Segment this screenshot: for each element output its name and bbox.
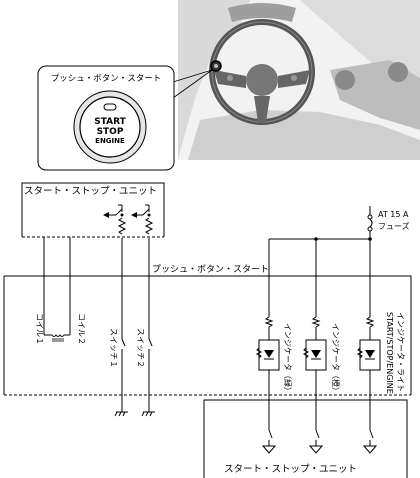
indicator-led-green xyxy=(255,316,280,430)
label-switch-1: スイッチ１ xyxy=(109,328,118,368)
push-button-start-box: プッシュ・ボタン・スタート xyxy=(3,264,412,396)
callout-label: プッシュ・ボタン・スタート xyxy=(51,74,162,84)
fuse-rating: AT 15 A xyxy=(378,210,409,219)
fuse-label: フューズ xyxy=(378,221,410,231)
label-coil-1: コイル１ xyxy=(35,313,44,345)
label-indicator-green: インジケータ（緑） xyxy=(283,323,293,395)
label-light-line1: START/STOP/ENGINE xyxy=(385,312,394,394)
label-indicator-amber: インジケータ（橙） xyxy=(331,323,341,395)
start-stop-unit-bottom: スタート・ストップ・ユニット xyxy=(203,399,408,478)
indicator-led-amber xyxy=(302,316,327,430)
callout-box: プッシュ・ボタン・スタート START STOP ENGINE xyxy=(37,65,175,171)
vertical-labels: コイル１ コイル２ スイッチ１ スイッチ２ インジケータ（緑） インジケータ（橙… xyxy=(35,312,405,395)
start-stop-button-illustration: START STOP ENGINE xyxy=(73,90,147,164)
label-coil-2: コイル２ xyxy=(77,313,86,345)
fuse: AT 15 A フューズ xyxy=(367,206,410,232)
dashboard-illustration xyxy=(178,0,420,160)
unit-bottom-title: スタート・ストップ・ユニット xyxy=(224,464,357,475)
push-button-start-title: プッシュ・ボタン・スタート xyxy=(152,264,269,275)
callout-leader xyxy=(172,69,213,99)
button-text-start: START xyxy=(94,117,126,127)
start-stop-unit-top: スタート・ストップ・ユニット xyxy=(21,182,165,238)
unit-top-title: スタート・ストップ・ユニット xyxy=(24,186,157,197)
label-light-line2: インジケータ・ライト xyxy=(396,312,405,392)
button-text-engine: ENGINE xyxy=(95,137,125,145)
unit-internal-switches xyxy=(103,204,154,235)
wiring xyxy=(43,231,372,417)
ground-symbol xyxy=(114,411,155,417)
label-switch-2: スイッチ２ xyxy=(136,328,145,368)
indicator-lamp-icon xyxy=(103,103,117,111)
button-text-stop: STOP xyxy=(97,127,124,137)
indicator-light-start-stop-engine xyxy=(356,316,381,430)
